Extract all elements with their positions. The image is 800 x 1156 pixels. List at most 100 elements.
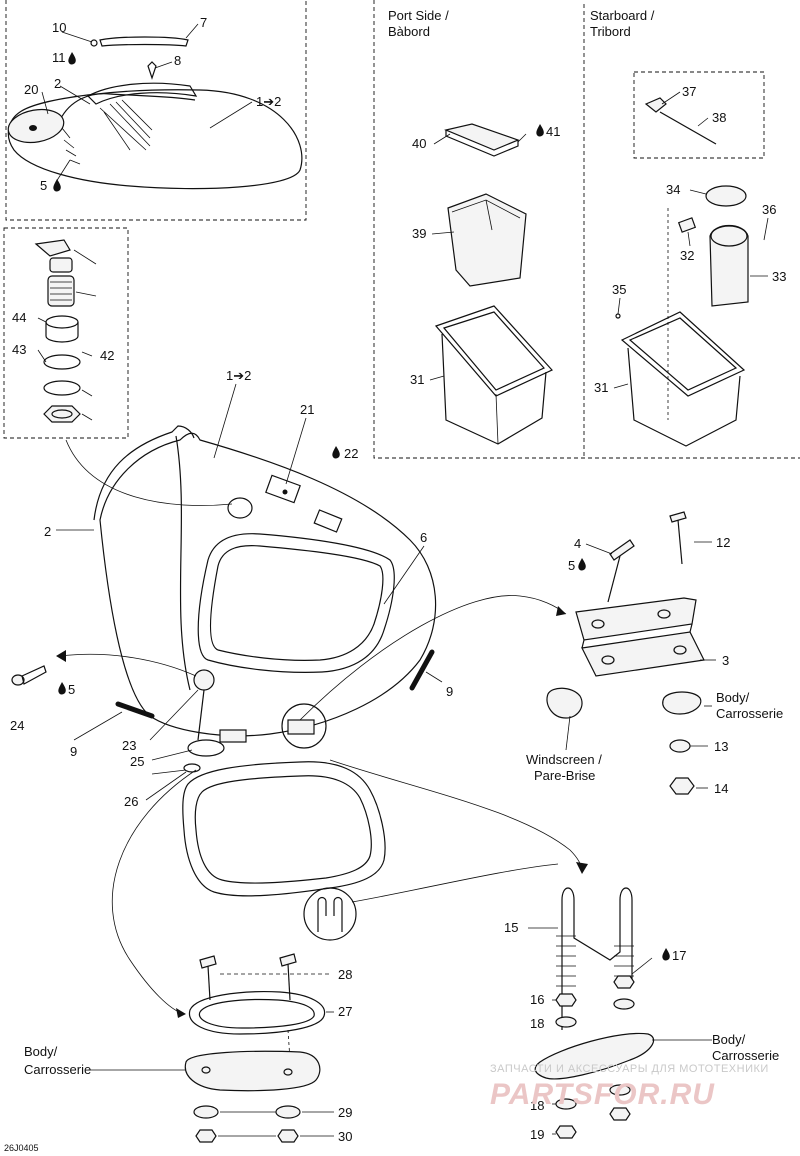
tub-31-star-rim bbox=[620, 311, 746, 397]
callout-1to2-top: 1➔2 bbox=[256, 94, 281, 109]
callout-24: 24 bbox=[10, 718, 24, 733]
screw-head bbox=[11, 674, 25, 686]
hood-window-inner bbox=[209, 545, 384, 661]
hood-assembly bbox=[93, 425, 437, 773]
callout-10: 10 bbox=[52, 20, 66, 35]
screw-28b bbox=[287, 963, 291, 1001]
annotation-windscreen-fr: Pare-Brise bbox=[534, 768, 595, 783]
nut-30a bbox=[195, 1129, 217, 1143]
frame-outer bbox=[182, 761, 386, 897]
hinge-right bbox=[287, 719, 315, 735]
callout-44: 44 bbox=[12, 310, 26, 325]
callout-18-b: 18 bbox=[530, 1098, 544, 1113]
hood-badge-2 bbox=[313, 509, 343, 533]
starboard-storage-bin bbox=[615, 97, 749, 447]
spring-coils bbox=[50, 281, 72, 301]
lid-40-edge bbox=[445, 130, 519, 157]
body-pad bbox=[662, 691, 702, 715]
washer-13 bbox=[669, 739, 691, 753]
callout-32: 32 bbox=[680, 248, 694, 263]
callout-34: 34 bbox=[666, 182, 680, 197]
left-inset-frame bbox=[3, 227, 129, 439]
bracket-hole bbox=[591, 619, 605, 629]
callout-9-left: 9 bbox=[70, 744, 77, 759]
arrow-head bbox=[576, 862, 588, 874]
arrow-inset-to-hood bbox=[65, 439, 233, 506]
bracket-bottom-plate bbox=[581, 631, 705, 677]
bracket-hinge-link bbox=[581, 623, 693, 649]
callout-5-top: 5 bbox=[40, 178, 47, 193]
annotation-body-1: Body/ bbox=[716, 690, 750, 705]
callout-15: 15 bbox=[504, 920, 518, 935]
badge-21-dot bbox=[282, 489, 288, 495]
lid-40 bbox=[444, 123, 520, 151]
drawing-code: 26J0405 bbox=[4, 1143, 39, 1153]
cover-rim bbox=[59, 93, 196, 121]
cover-lip bbox=[87, 82, 198, 105]
clip-profile-detail bbox=[303, 887, 357, 941]
annotation-body-3-fr: Carrosserie bbox=[712, 1048, 779, 1063]
cover-shell bbox=[7, 89, 303, 190]
callout-6: 6 bbox=[420, 530, 427, 545]
callout-40: 40 bbox=[412, 136, 426, 151]
callout-41: 41 bbox=[546, 124, 560, 139]
callout-5-right: 5 bbox=[568, 558, 575, 573]
port-storage-bin bbox=[434, 123, 553, 445]
ring-44 bbox=[45, 315, 79, 329]
washer-25 bbox=[187, 739, 225, 757]
cap-top bbox=[34, 239, 71, 257]
drop-icon bbox=[662, 948, 670, 961]
screw-8 bbox=[147, 61, 157, 80]
callout-2-top: 2 bbox=[54, 76, 61, 91]
hood-leaders bbox=[56, 383, 443, 775]
frame-inner bbox=[194, 775, 372, 884]
lower-window-frame bbox=[182, 761, 386, 897]
ring-assembly bbox=[184, 953, 326, 1143]
assembly-arrows bbox=[56, 439, 588, 1018]
arrow-knob-to-screw bbox=[59, 653, 197, 677]
drop-icon bbox=[536, 124, 544, 137]
annotation-body-2-fr: Carrosserie bbox=[24, 1062, 91, 1077]
callout-2-left: 2 bbox=[44, 524, 51, 539]
callout-5-left: 5 bbox=[68, 682, 75, 697]
callout-14: 14 bbox=[714, 781, 728, 796]
hood-inner-edge bbox=[175, 435, 191, 691]
seal-strip-9-left bbox=[115, 701, 155, 719]
callout-11: 11 bbox=[52, 50, 66, 65]
callout-1to2-mid: 1➔2 bbox=[226, 368, 251, 383]
tub-31-port-inner bbox=[442, 311, 545, 391]
callout-16: 16 bbox=[530, 992, 544, 1007]
hood-shell-1 bbox=[99, 432, 437, 737]
strap-7 bbox=[99, 36, 189, 47]
callout-31-port: 31 bbox=[410, 372, 424, 387]
tub-31-port-rim bbox=[434, 305, 553, 397]
key-37 bbox=[644, 97, 667, 113]
bracket-top-plate bbox=[575, 597, 697, 641]
hinge-bracket-3 bbox=[546, 511, 705, 795]
side-panel-frame bbox=[373, 0, 800, 459]
port-side-title-fr: Bàbord bbox=[388, 24, 430, 39]
clip-26 bbox=[183, 763, 201, 773]
knob-23 bbox=[193, 669, 215, 691]
callout-3: 3 bbox=[722, 653, 729, 668]
washer-10 bbox=[90, 39, 98, 47]
u-bolt-15 bbox=[561, 887, 633, 1030]
washer-29b bbox=[275, 1105, 301, 1119]
callout-4: 4 bbox=[574, 536, 581, 551]
arrow-frame-to-clip bbox=[329, 759, 583, 873]
screw-28a-head bbox=[199, 955, 217, 969]
liner-39-fold bbox=[485, 199, 493, 231]
callout-38: 38 bbox=[712, 110, 726, 125]
pump-33 bbox=[709, 224, 749, 307]
plate-hole bbox=[283, 1068, 293, 1076]
plate-hole bbox=[201, 1066, 211, 1074]
hood-window-6 bbox=[197, 533, 395, 673]
callout-29: 29 bbox=[338, 1105, 352, 1120]
top-cover-assembly bbox=[7, 36, 303, 190]
hinge-detail-circle bbox=[281, 703, 327, 749]
screw-5-left bbox=[11, 665, 47, 686]
u-bolt-assembly bbox=[534, 887, 654, 1139]
arrow-head bbox=[56, 650, 66, 662]
nut-30b bbox=[277, 1129, 299, 1143]
ring-27-inner bbox=[198, 998, 315, 1029]
